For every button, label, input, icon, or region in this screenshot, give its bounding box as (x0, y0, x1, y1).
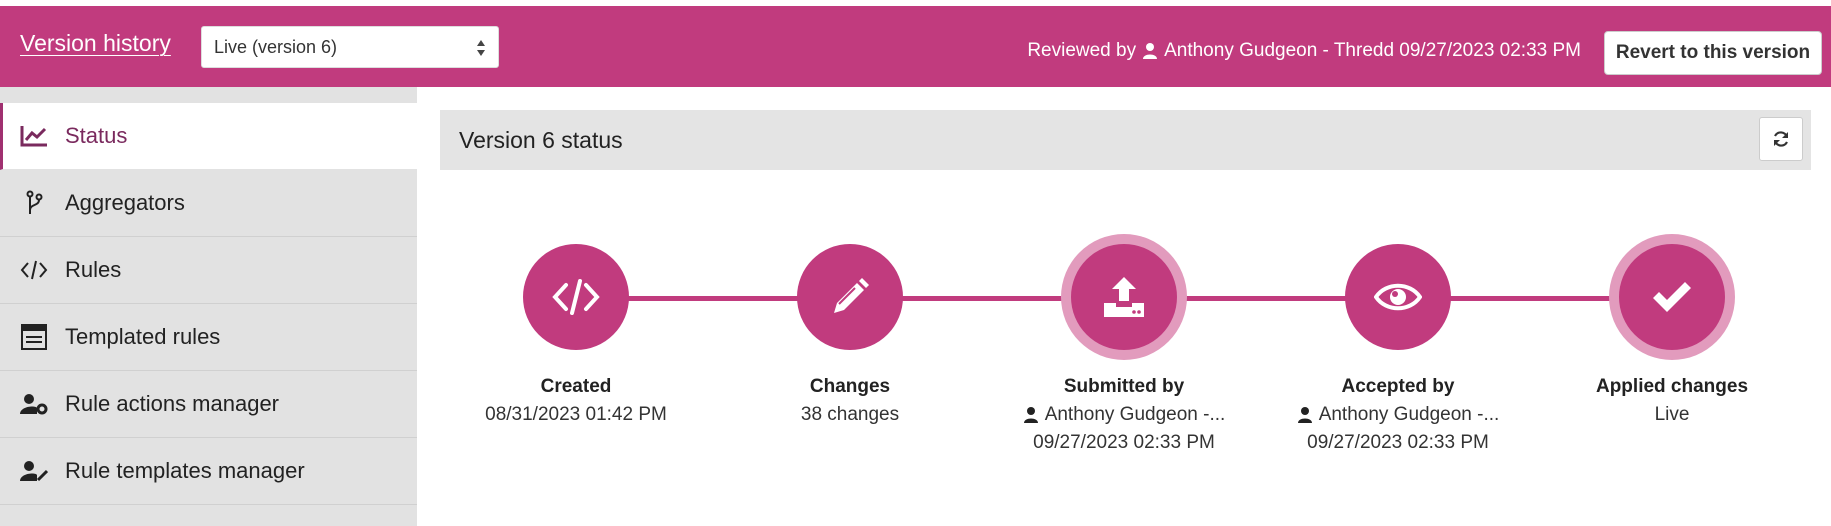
step-circle (797, 244, 903, 350)
upload-icon (1104, 277, 1144, 317)
step-user-name: Anthony Gudgeon -... (1044, 404, 1226, 425)
step-user-name: Anthony Gudgeon -... (1318, 404, 1500, 425)
user-gear-icon (20, 391, 48, 417)
refresh-icon (1773, 131, 1789, 147)
step-label: Changes (809, 376, 891, 397)
step-label: Accepted by (1341, 376, 1455, 397)
select-arrows-icon (477, 40, 485, 56)
sidebar-item-label: Templated rules (65, 324, 221, 349)
sidebar-item-rule-templates-manager[interactable]: Rule templates manager (0, 438, 417, 505)
sidebar-item-label: Aggregators (65, 190, 185, 215)
sidebar: Status Aggregators Rules Templated rules… (0, 87, 417, 526)
panel-title: Version 6 status (459, 126, 623, 153)
refresh-button[interactable] (1759, 117, 1803, 161)
sidebar-item-label: Status (65, 123, 128, 148)
sidebar-item-aggregators[interactable]: Aggregators (0, 170, 417, 237)
step-detail: 08/31/2023 01:42 PM (485, 404, 667, 425)
step-label: Created (540, 376, 612, 397)
step-circle (523, 244, 629, 350)
version-select-value: Live (version 6) (214, 36, 338, 57)
step-circle (1345, 244, 1451, 350)
top-bar: Version history Live (version 6) Reviewe… (0, 6, 1831, 87)
step-label: Submitted by (1063, 376, 1185, 397)
step-detail: Live (1654, 404, 1690, 425)
sidebar-item-label: Rules (65, 257, 122, 282)
sidebar-top-strip (0, 87, 417, 103)
user-icon (1143, 43, 1158, 59)
branch-icon (20, 190, 48, 216)
timeline-step-accepted: Accepted by Anthony Gudgeon -... 09/27/2… (1288, 244, 1508, 454)
sidebar-item-label: Rule templates manager (65, 458, 305, 483)
sidebar-item-rules[interactable]: Rules (0, 237, 417, 304)
timeline-step-changes: Changes 38 changes (740, 244, 960, 426)
reviewed-user: Anthony Gudgeon - Thredd 09/27/2023 02:3… (1164, 40, 1581, 61)
user-icon (1297, 407, 1312, 423)
reviewed-by: Reviewed by Anthony Gudgeon - Thredd 09/… (1027, 40, 1581, 62)
version-select[interactable]: Live (version 6) (201, 26, 499, 68)
version-history-link[interactable]: Version history (20, 30, 171, 56)
code-icon (20, 257, 48, 283)
sidebar-item-label: Rule actions manager (65, 391, 280, 416)
step-label: Applied changes (1595, 376, 1749, 397)
user-pen-icon (20, 458, 48, 484)
timeline-step-created: Created 08/31/2023 01:42 PM (466, 244, 686, 426)
timeline-step-applied: Applied changes Live (1562, 244, 1782, 426)
eye-icon (1374, 283, 1422, 311)
code-icon (552, 279, 600, 315)
reviewed-prefix: Reviewed by (1027, 40, 1137, 61)
step-user: Anthony Gudgeon -... (1014, 404, 1234, 426)
sidebar-item-rule-actions-manager[interactable]: Rule actions manager (0, 371, 417, 438)
template-icon (20, 324, 48, 350)
user-icon (1023, 407, 1038, 423)
step-circle (1071, 244, 1177, 350)
sidebar-item-templated-rules[interactable]: Templated rules (0, 304, 417, 371)
step-date: 09/27/2023 02:33 PM (1033, 432, 1215, 453)
pencil-icon (834, 278, 869, 313)
chart-line-icon (20, 123, 48, 149)
sidebar-item-status[interactable]: Status (0, 103, 417, 170)
panel-header: Version 6 status (440, 110, 1811, 170)
revert-button[interactable]: Revert to this version (1604, 31, 1822, 75)
check-icon (1653, 282, 1691, 312)
step-detail: 38 changes (800, 404, 900, 425)
timeline-step-submitted: Submitted by Anthony Gudgeon -... 09/27/… (1014, 244, 1234, 454)
step-user: Anthony Gudgeon -... (1288, 404, 1508, 426)
step-date: 09/27/2023 02:33 PM (1307, 432, 1489, 453)
step-circle (1619, 244, 1725, 350)
